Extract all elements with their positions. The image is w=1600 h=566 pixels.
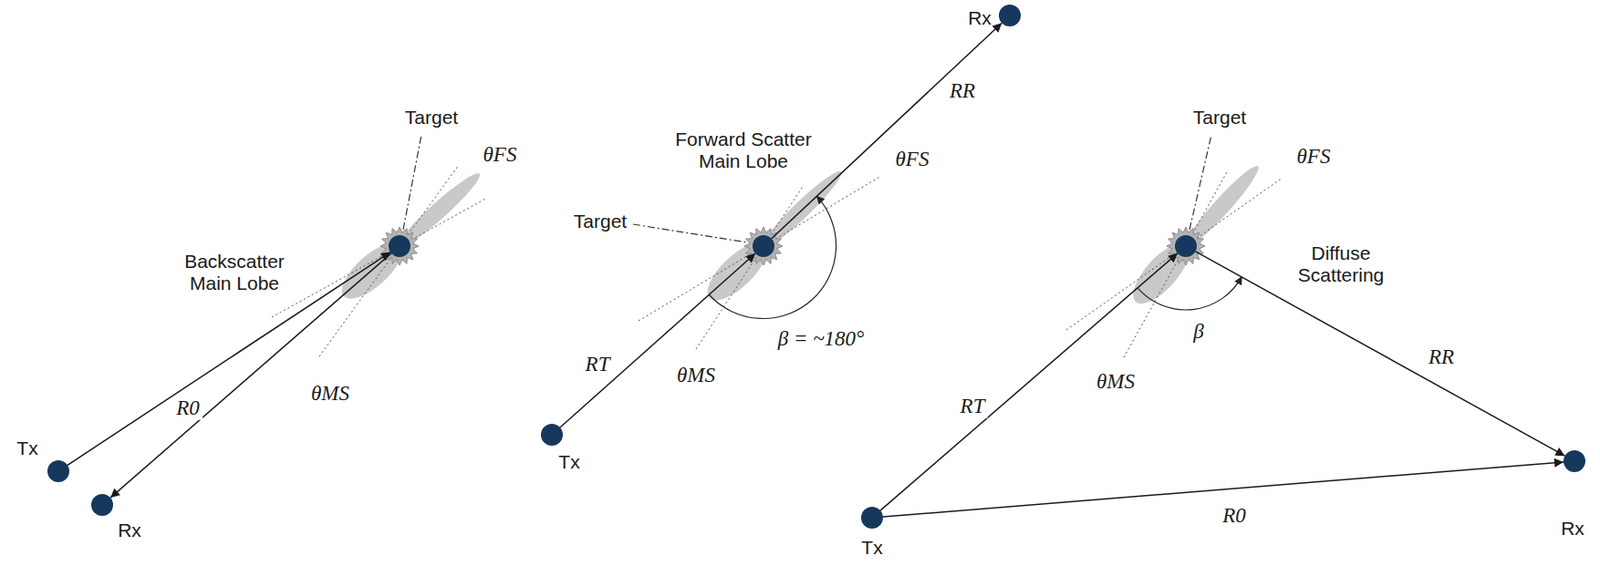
angle-label: β [1193, 320, 1204, 344]
beam-edge [271, 197, 488, 318]
transmitter-dot: Tx [861, 507, 884, 530]
node-label: Target [405, 106, 458, 129]
angle-label: θFS [483, 143, 518, 167]
dot-circle [752, 235, 775, 258]
scatter-burst [744, 227, 783, 266]
range-label: R0 [173, 396, 203, 421]
target-leader [633, 224, 748, 243]
angle-label: θMS [311, 382, 350, 406]
node-label: Rx [1560, 518, 1585, 541]
angle-label: θFS [1297, 145, 1331, 169]
beam-edge [1123, 170, 1228, 358]
node-label: Tx [861, 537, 883, 560]
angle-label: β = ~180° [778, 327, 865, 352]
target-leader [403, 135, 422, 230]
dot-circle [861, 507, 884, 530]
bistatic-angle-arc [1138, 277, 1243, 311]
dot-shape [91, 494, 114, 517]
scatter-burst [1166, 227, 1206, 266]
node-label: Tx [558, 451, 580, 474]
dot-shape [752, 235, 775, 258]
dot-shape [47, 460, 70, 483]
dot-shape [1174, 235, 1197, 258]
target-dot: Target [1174, 235, 1197, 258]
target-dot: Target [388, 235, 411, 258]
node-label: Rx [967, 7, 992, 30]
backscatter-lobe [698, 234, 776, 311]
dot-circle [91, 494, 114, 517]
range-label: RR [1425, 345, 1457, 370]
angle-label: θMS [676, 363, 716, 388]
scatter-label: Diffuse Scattering [1289, 242, 1393, 287]
angle-label: θMS [1096, 370, 1135, 395]
node-label: Target [1193, 106, 1247, 129]
receiver-dot: Rx [998, 4, 1021, 27]
angle-label: θFS [895, 147, 930, 172]
beam-edge [319, 165, 459, 357]
node-label: Target [573, 210, 627, 233]
beam-edge [638, 176, 882, 322]
scatter-burst [380, 227, 419, 266]
signal-path [560, 253, 756, 428]
beam-edge [696, 185, 804, 350]
signal-path [880, 253, 1178, 511]
dot-circle [998, 4, 1021, 27]
node-label: Rx [117, 519, 142, 542]
node-label: Tx [16, 437, 38, 460]
receiver-dot: Rx [1563, 450, 1586, 473]
dot-circle [540, 424, 563, 447]
bistatic-angle-arc [709, 196, 837, 319]
dot-circle [388, 235, 411, 258]
dot-circle [1563, 450, 1586, 473]
backscatter-lobe [332, 233, 411, 308]
target-dot: Target [752, 235, 775, 258]
receiver-dot: Rx [91, 494, 114, 517]
backscatter-lobe [1123, 234, 1198, 312]
range-label: RT [957, 394, 988, 419]
dot-circle [1174, 235, 1197, 258]
dot-circle [47, 460, 70, 483]
range-label: RT [582, 353, 613, 377]
dot-shape [861, 507, 884, 530]
lobe-label: Backscatter Main Lobe [177, 250, 292, 295]
dot-shape [388, 235, 411, 258]
beam-edge [1066, 177, 1283, 331]
transmitter-dot: Tx [47, 460, 70, 483]
dot-shape [998, 4, 1021, 27]
target-leader [1189, 135, 1212, 230]
dot-shape [1563, 450, 1586, 473]
transmitter-dot: Tx [540, 424, 563, 447]
range-label: RR [946, 79, 978, 104]
range-label: R0 [1219, 504, 1249, 529]
dot-shape [540, 424, 563, 447]
lobe-label: Forward Scatter Main Lobe [670, 128, 817, 173]
